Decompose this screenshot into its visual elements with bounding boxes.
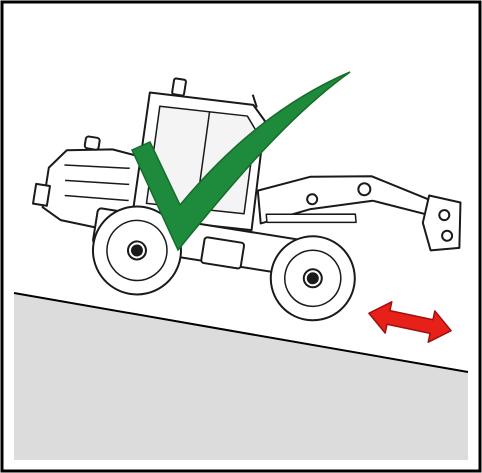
rear-light bbox=[33, 184, 50, 206]
articulation-joint bbox=[201, 237, 245, 269]
beacon-light bbox=[172, 78, 186, 96]
exhaust bbox=[84, 136, 100, 150]
